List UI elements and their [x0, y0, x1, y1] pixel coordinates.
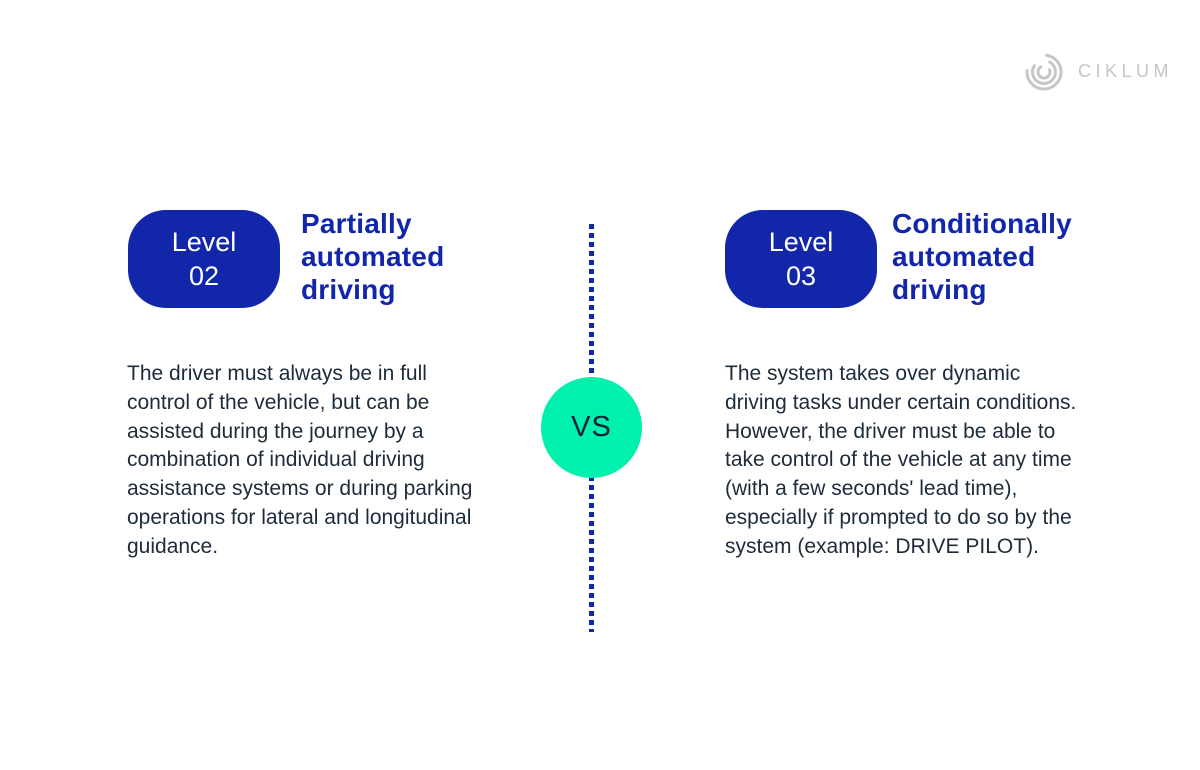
- level-3-badge: Level 03: [725, 210, 877, 308]
- level-3-description: The system takes over dynamic driving ta…: [725, 362, 1077, 558]
- brand-logo-text: CIKLUM: [1078, 61, 1174, 81]
- brand-logo: CIKLUM: [1024, 48, 1173, 94]
- ciklum-logo-icon: [1025, 53, 1063, 91]
- level-2-badge-label: Level 02: [171, 227, 237, 291]
- level-3-badge-label: Level 03: [768, 227, 834, 291]
- level-2-badge: Level 02: [128, 210, 280, 308]
- level-2-title: Partially automated driving: [301, 208, 445, 305]
- vs-circle: VS: [541, 377, 642, 478]
- level-2-description: The driver must always be in full contro…: [127, 362, 473, 558]
- level-3-title: Conditionally automated driving: [892, 208, 1072, 305]
- vs-label: VS: [571, 411, 612, 443]
